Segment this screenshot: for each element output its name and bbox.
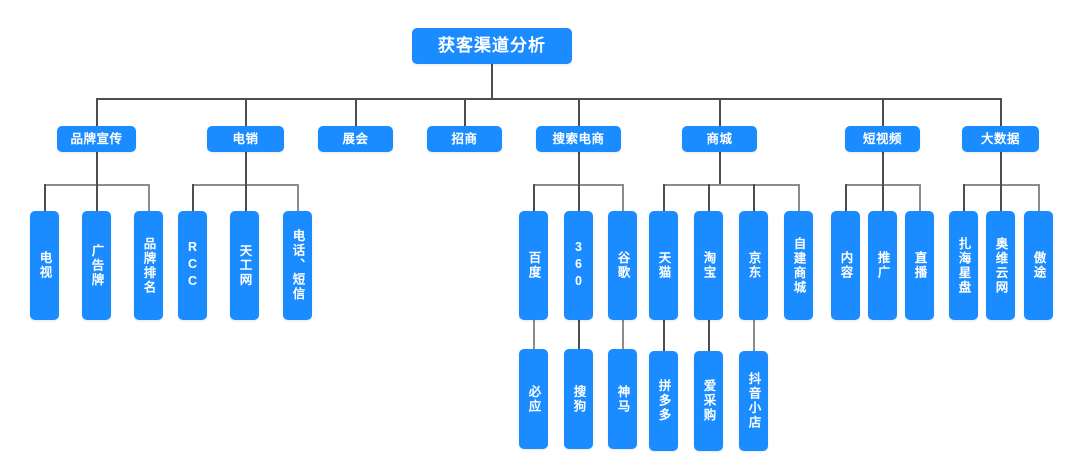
connector-brand-stem [96,152,98,185]
connector-root-stem [491,64,493,99]
connector-search-child-2 [578,184,580,212]
connector-mall-child-3 [753,184,755,212]
node-telesales[interactable]: 电销 [207,126,284,152]
node-tmall[interactable]: 天猫 [649,211,678,320]
node-360[interactable]: 360 [564,211,593,320]
node-tv[interactable]: 电视 [30,211,59,320]
connector-bigdata-child-3 [1038,184,1040,212]
connector-search-stem [578,152,580,185]
node-promotion[interactable]: 推广 [868,211,897,320]
connector-drop-brand [96,98,98,126]
node-shenma[interactable]: 神马 [608,349,637,449]
connector-taobao-to-aicaigou [708,320,710,352]
node-self-built-mall[interactable]: 自建商城 [784,211,813,320]
connector-drop-telesales [245,98,247,126]
node-sogou[interactable]: 搜狗 [564,349,593,449]
connector-bigdata-stem [1000,152,1002,185]
node-phone-sms[interactable]: 电话、短信 [283,211,312,320]
connector-brand-child-1 [44,184,46,212]
connector-mall-child-1 [663,184,665,212]
connector-bigdata-child-1 [963,184,965,212]
node-zhahai-xingpan[interactable]: 扎海星盘 [949,211,978,320]
node-livestream[interactable]: 直播 [905,211,934,320]
node-tiangong-net[interactable]: 天工网 [230,211,259,320]
connector-mall-child-4 [798,184,800,212]
connector-drop-expo [355,98,357,126]
node-investment[interactable]: 招商 [427,126,502,152]
connector-baidu-to-bing [533,320,535,350]
connector-mall-child-2 [708,184,710,212]
node-brand-ranking[interactable]: 品牌排名 [134,211,163,320]
node-google[interactable]: 谷歌 [608,211,637,320]
node-aicaigou[interactable]: 爱采购 [694,351,723,451]
node-big-data[interactable]: 大数据 [962,126,1039,152]
connector-level1-bus [96,98,1002,100]
connector-telesales-child-1 [192,184,194,212]
node-taobao[interactable]: 淘宝 [694,211,723,320]
node-mall[interactable]: 商城 [682,126,757,152]
connector-drop-search-ecommerce [578,98,580,126]
connector-search-child-3 [622,184,624,212]
connector-tmall-to-pdd [663,320,665,352]
connector-jd-to-douyin-shop [753,320,755,352]
node-bing[interactable]: 必应 [519,349,548,449]
connector-shortvideo-child-1 [845,184,847,212]
connector-shortvideo-child-3 [919,184,921,212]
connector-drop-shortvideo [882,98,884,126]
node-brand-promotion[interactable]: 品牌宣传 [57,126,136,152]
node-root[interactable]: 获客渠道分析 [412,28,572,64]
node-search-ecommerce[interactable]: 搜索电商 [536,126,621,152]
connector-google-to-shenma [622,320,624,350]
node-aowei-cloud[interactable]: 奥维云网 [986,211,1015,320]
node-aotu[interactable]: 傲途 [1024,211,1053,320]
connector-drop-investment [464,98,466,126]
node-billboard[interactable]: 广告牌 [82,211,111,320]
node-short-video[interactable]: 短视频 [845,126,920,152]
connector-mall-stem [719,152,721,185]
connector-brand-child-2 [96,184,98,212]
connector-drop-bigdata [1000,98,1002,126]
connector-telesales-stem [245,152,247,185]
node-content[interactable]: 内容 [831,211,860,320]
node-baidu[interactable]: 百度 [519,211,548,320]
connector-shortvideo-child-2 [882,184,884,212]
node-rcc[interactable]: RCC [178,211,207,320]
node-pinduoduo[interactable]: 拼多多 [649,351,678,451]
node-exhibition[interactable]: 展会 [318,126,393,152]
connector-360-to-sogou [578,320,580,350]
connector-shortvideo-stem [882,152,884,185]
connector-drop-mall [719,98,721,126]
connector-search-child-1 [533,184,535,212]
connector-mall-bracket [663,184,799,186]
node-douyin-shop[interactable]: 抖音小店 [739,351,768,451]
node-jd[interactable]: 京东 [739,211,768,320]
connector-brand-child-3 [148,184,150,212]
connector-bigdata-child-2 [1000,184,1002,212]
connector-telesales-child-2 [245,184,247,212]
connector-telesales-child-3 [297,184,299,212]
